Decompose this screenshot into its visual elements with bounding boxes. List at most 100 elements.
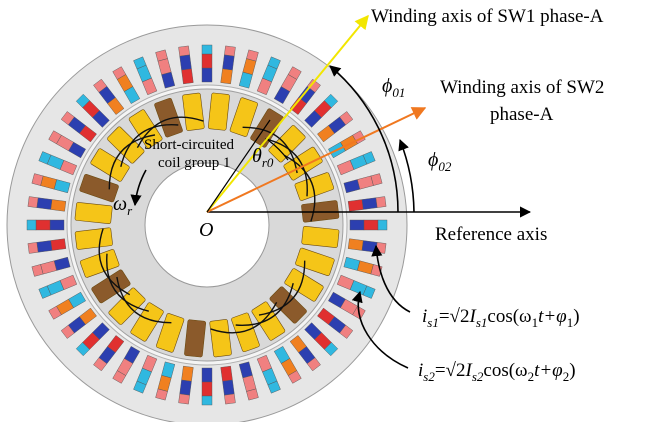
stator-slot: [289, 78, 321, 115]
rotor-coil: [74, 202, 113, 225]
stator-slot: [343, 256, 383, 277]
rotor-coil: [294, 172, 335, 201]
stator-slot: [304, 93, 339, 128]
rotor-coil: [295, 247, 335, 276]
stator-slot: [75, 93, 110, 128]
stator-slot: [238, 361, 259, 401]
stator-slot: [112, 346, 141, 384]
rotor-coil: [231, 312, 260, 353]
stator-slot: [178, 365, 194, 405]
stator-slot: [317, 307, 354, 339]
stator-slot: [48, 291, 86, 320]
stator-slot: [347, 196, 387, 212]
stator-slot: [27, 238, 67, 254]
stator-slot: [60, 111, 97, 143]
rotor-coil: [156, 313, 185, 353]
short-circuit-loops: [98, 116, 316, 334]
stator-slot: [336, 274, 376, 299]
end-winding-loop: [106, 253, 149, 312]
is1-equation: is1=√2Is1cos(ω1t+φ1): [422, 306, 580, 330]
rotor-coil: [108, 287, 146, 325]
sw1-axis-arrow: [206, 14, 369, 213]
stator-slot: [201, 44, 213, 83]
rotation-arrow: [130, 169, 147, 207]
stator-slot: [178, 45, 194, 85]
stator-slot: [343, 173, 383, 194]
stator-slot: [256, 354, 281, 394]
stator-slot: [48, 130, 86, 159]
short-circuited-label-line1: Short-circuited: [144, 137, 234, 153]
stator-slot: [304, 322, 339, 357]
stator-slot: [273, 66, 302, 104]
rotor-coil: [79, 174, 119, 203]
stator-slot: [238, 49, 259, 89]
phi01-arc: [329, 65, 399, 213]
stator-slot: [38, 151, 78, 176]
stator-slot: [38, 274, 78, 299]
is2-pointer: [351, 290, 409, 369]
is2-equation: is2=√2Is2cos(ω2t+φ2): [418, 360, 576, 384]
phi02-label: ϕ02: [428, 149, 452, 174]
end-winding-loop: [120, 124, 179, 167]
stator-slot: [349, 219, 388, 231]
stator-slot: [133, 56, 158, 96]
rotor-coil: [269, 286, 307, 324]
rotor-coil: [229, 97, 258, 137]
stator-slot: [93, 78, 125, 115]
sw2-axis-label-line2: phase-A: [490, 104, 554, 125]
rotor-coil: [107, 126, 145, 164]
rotor-coil: [90, 148, 130, 182]
short-circuited-label-line2: coil group 1: [158, 155, 231, 171]
rotor-coils: [74, 92, 340, 358]
end-winding-loop: [108, 134, 156, 190]
stator-slot: [273, 346, 302, 384]
theta-label: θr0: [252, 145, 274, 170]
rotor-coil: [301, 225, 340, 248]
rotor-coil: [154, 97, 183, 138]
end-winding-loop: [235, 283, 294, 326]
end-winding-loop: [116, 276, 172, 324]
rotor-coil: [207, 92, 230, 131]
rotor-coil: [79, 249, 120, 278]
rotor-coil: [182, 92, 205, 131]
stator-slot: [133, 354, 158, 394]
rotor-coil: [250, 108, 284, 148]
stator-slot: [27, 196, 67, 212]
stator-slots: [26, 44, 388, 406]
stator-slot: [336, 151, 376, 176]
end-winding-loop: [242, 126, 298, 174]
rotor-coil: [251, 301, 286, 341]
stator-slot: [256, 56, 281, 96]
rotor-coil: [91, 269, 131, 304]
sw2-axis-arrow: [206, 107, 427, 213]
reference-axis-label: Reference axis: [435, 224, 547, 245]
rotor-reference-line: [206, 119, 271, 213]
rotor-coil: [209, 319, 232, 358]
end-winding-loop: [265, 138, 308, 197]
stator-slot: [220, 45, 236, 85]
shaft-hole: [144, 162, 270, 288]
stator-slot: [289, 335, 321, 372]
stator-slot: [317, 111, 354, 143]
stator-slot: [26, 219, 65, 231]
stator-slot: [31, 256, 71, 277]
sw2-axis-label-line1: Winding axis of SW2: [440, 77, 604, 98]
theta-arc: [267, 139, 289, 161]
stator-slot: [75, 322, 110, 357]
phi01-label: ϕ01: [382, 75, 405, 100]
rotor-coil: [268, 125, 306, 163]
end-winding-loop: [210, 301, 278, 334]
stator-slot: [201, 367, 213, 406]
stator-slot: [60, 307, 97, 339]
stator-slot: [31, 173, 71, 194]
rotor-coil: [74, 227, 113, 250]
origin-label: O: [199, 219, 213, 241]
rotor-coil: [284, 268, 324, 302]
is1-pointer: [371, 244, 411, 313]
stator-slot: [155, 361, 176, 401]
rotor-coil: [128, 109, 163, 149]
stator-slot: [220, 365, 236, 405]
sw1-axis-label: Winding axis of SW1 phase-A: [371, 6, 604, 27]
end-winding-loop: [98, 228, 131, 296]
